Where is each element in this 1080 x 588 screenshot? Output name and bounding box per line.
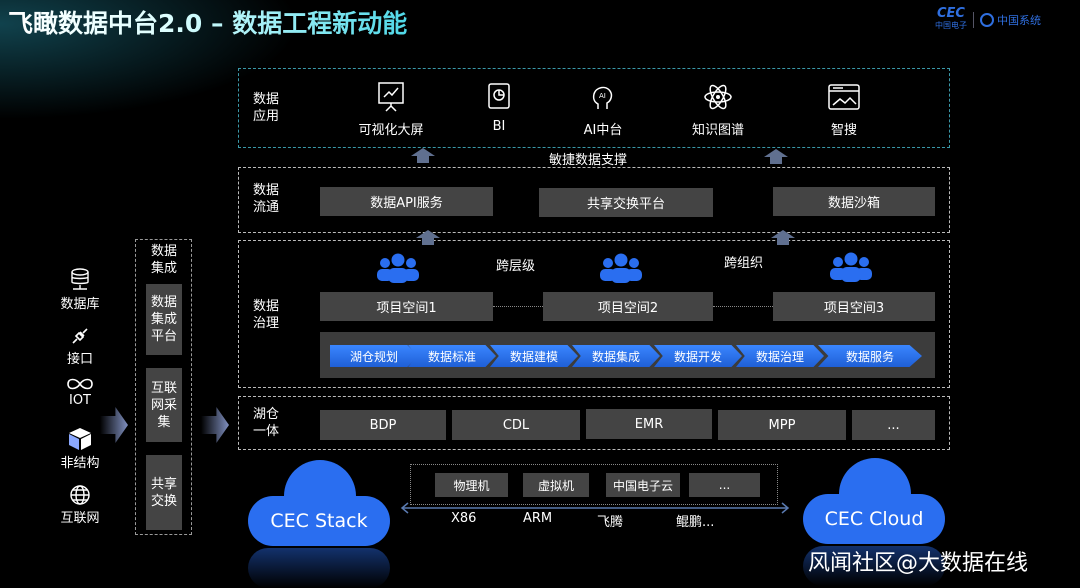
arch-kunpeng: 鲲鹏... (676, 515, 715, 530)
app-knowledge-graph: 知识图谱 (668, 81, 768, 138)
double-arrow-icon (400, 502, 790, 514)
project-space-1: 项目空间1 (320, 292, 493, 321)
atom-icon (704, 84, 732, 110)
pipeline-step: 湖仓规划 (330, 345, 418, 367)
data-api-service: 数据API服务 (320, 187, 493, 216)
lakehouse-cdl: CDL (452, 410, 580, 440)
layer-label: 数据流通 (253, 183, 280, 215)
arch-arm: ARM (523, 511, 553, 526)
cec-stack-cloud: CEC Stack (248, 460, 390, 588)
up-arrow-icon (416, 230, 440, 238)
up-arrow-stem (422, 238, 434, 245)
users-group-icon (600, 253, 642, 283)
presentation-chart-icon (378, 82, 404, 112)
pipeline-step: 数据标准 (408, 345, 496, 367)
data-application-layer: 数据应用 可视化大屏 BI AI AI中台 知识图谱 智搜 (238, 68, 950, 148)
pipeline-step: 数据治理 (736, 345, 824, 367)
bi-report-icon (488, 83, 510, 109)
host-physical: 物理机 (435, 473, 508, 497)
database-icon (71, 268, 89, 290)
ai-head-icon: AI (592, 86, 613, 109)
agile-support-label: 敏捷数据支撑 (549, 153, 628, 168)
up-arrow-icon (411, 148, 435, 156)
integration-platform: 数据集成平台 (146, 284, 182, 355)
arch-x86: X86 (451, 511, 477, 526)
layer-label: 湖仓一体 (253, 407, 280, 439)
app-smart-search: 智搜 (794, 81, 894, 138)
app-bi: BI (449, 81, 549, 134)
lakehouse-mpp: MPP (718, 410, 846, 440)
up-arrow-stem (417, 156, 429, 163)
plug-icon (72, 328, 88, 344)
share-exchange-platform: 共享交换平台 (539, 188, 713, 217)
pipeline-step: 数据服务 (818, 345, 922, 367)
iot-infinity-icon (67, 378, 93, 390)
layer-label: 数据治理 (253, 299, 280, 331)
internet-collection: 互联网采集 (146, 368, 182, 442)
up-arrow-icon (771, 230, 795, 238)
search-window-icon (828, 84, 860, 110)
app-visual-screen: 可视化大屏 (341, 81, 441, 138)
connector (493, 306, 543, 307)
cec-cloud-cloud: CEC Cloud (803, 458, 945, 586)
pipeline-step: 数据集成 (572, 345, 660, 367)
svg-text:AI: AI (599, 92, 606, 100)
cube-icon (69, 428, 91, 450)
host-cec-cloud: 中国电子云 (606, 473, 680, 497)
lakehouse-emr: EMR (586, 409, 712, 439)
up-arrow-icon (764, 149, 788, 157)
data-integration-column (135, 239, 192, 535)
app-ai-platform: AI AI中台 (553, 81, 653, 138)
right-arrow-icon (201, 407, 229, 443)
host-group (410, 464, 778, 505)
lakehouse-bdp: BDP (320, 410, 446, 440)
title-glow (0, 0, 300, 120)
pipeline-step: 数据建模 (490, 345, 578, 367)
project-space-3: 项目空间3 (773, 292, 935, 321)
data-sandbox: 数据沙箱 (773, 187, 935, 216)
source-internet: 互联网 (50, 484, 110, 526)
data-circulation-layer: 数据流通 (238, 167, 950, 233)
share-exchange: 共享交换 (146, 455, 182, 530)
cross-level-label: 跨层级 (496, 259, 536, 274)
source-interface: 接口 (50, 325, 110, 367)
cross-org-label: 跨组织 (724, 256, 764, 271)
host-more: ... (689, 473, 760, 497)
china-system-logo: 中国系统 (973, 12, 1041, 28)
lakehouse-layer: 湖仓一体 (238, 396, 950, 450)
pipeline-step: 数据开发 (654, 345, 742, 367)
arch-phytium: 飞腾 (597, 515, 624, 530)
page-title: 飞瞰数据中台2.0 – 数据工程新动能 (8, 4, 407, 40)
data-governance-layer: 数据治理 (238, 240, 950, 388)
up-arrow-stem (770, 157, 782, 164)
watermark: 风闻社区@大数据在线 (808, 551, 1029, 576)
host-virtual: 虚拟机 (523, 473, 589, 497)
source-database: 数据库 (50, 268, 110, 312)
integration-label: 数据集成 (150, 244, 177, 276)
layer-label: 数据应用 (253, 92, 280, 124)
globe-icon (70, 485, 90, 505)
lakehouse-more: ... (852, 410, 935, 440)
source-unstructured: 非结构 (50, 427, 110, 471)
users-group-icon (377, 253, 419, 283)
up-arrow-stem (777, 238, 789, 245)
connector (713, 306, 773, 307)
source-iot: IOT (50, 376, 110, 408)
project-space-2: 项目空间2 (543, 292, 713, 321)
users-group-icon (830, 252, 872, 282)
